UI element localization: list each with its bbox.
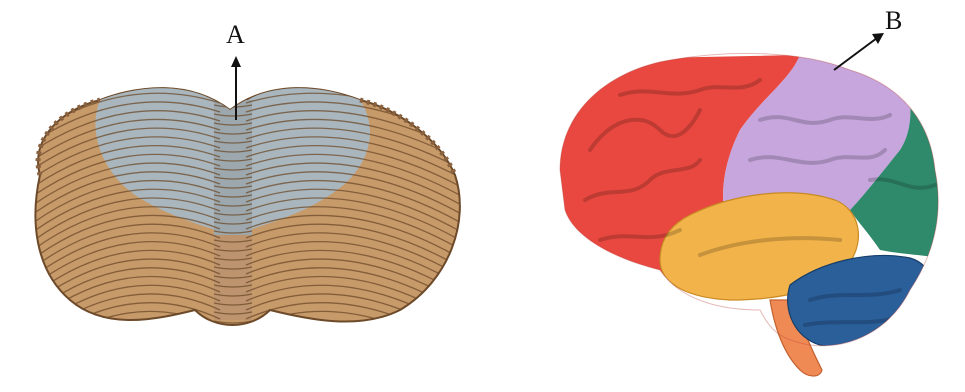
arrow-b	[834, 33, 884, 70]
cerebrum-illustration	[555, 53, 950, 376]
label-b: B	[885, 8, 902, 34]
cerebellum-illustration	[30, 86, 465, 360]
label-a: A	[226, 22, 245, 48]
